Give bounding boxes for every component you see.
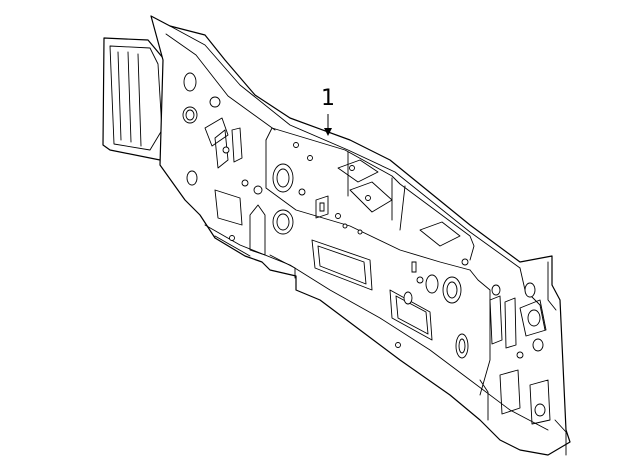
callout-leader (324, 114, 332, 136)
left-details (183, 73, 295, 278)
callout-number: 1 (321, 86, 335, 111)
center-details (273, 143, 468, 359)
right-details (480, 283, 566, 455)
main-panel (151, 16, 570, 455)
left-side-box (103, 38, 170, 160)
